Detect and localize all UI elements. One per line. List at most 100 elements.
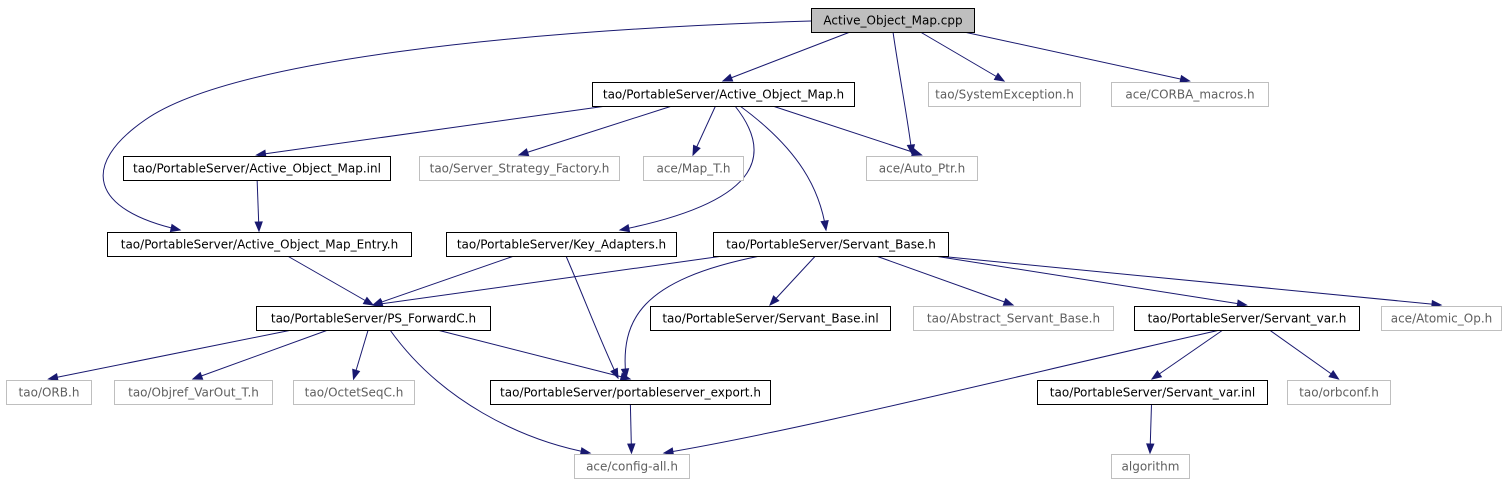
arrowhead-psfwd-psexp: [619, 372, 632, 381]
node-keyad[interactable]: tao/PortableServer/Key_Adapters.h: [446, 232, 677, 257]
node-box-sbinl[interactable]: [650, 306, 891, 331]
edge-aomh-aominl: [256, 105, 607, 156]
node-box-psexp[interactable]: [490, 380, 771, 405]
edge-aome-psfwd: [287, 255, 374, 306]
node-box-orbconf: [1287, 380, 1391, 405]
node-psexp[interactable]: tao/PortableServer/portableserver_export…: [490, 380, 771, 405]
edge-sbase-absb: [875, 255, 1014, 306]
arrowhead-sbase-absb: [1002, 297, 1015, 306]
node-label-algo: algorithm: [1122, 460, 1180, 474]
arrowhead-root-sysexc: [993, 72, 1006, 82]
edge-aomh-keyad: [619, 105, 755, 231]
arrowhead-aomh-mapt: [692, 144, 701, 157]
edge-sbase-sbinl: [769, 255, 816, 306]
node-algo: algorithm: [1111, 454, 1190, 479]
node-box-aomh[interactable]: [592, 82, 855, 107]
node-label-sysexc: tao/SystemException.h: [935, 88, 1074, 102]
node-orbconf: tao/orbconf.h: [1287, 380, 1391, 405]
node-label-atomic: ace/Atomic_Op.h: [1391, 312, 1493, 326]
node-mapt: ace/Map_T.h: [643, 156, 744, 181]
node-box-sysexc: [928, 82, 1081, 107]
edge-keyad-psfwd: [372, 255, 515, 306]
node-box-svarinl[interactable]: [1037, 380, 1268, 405]
node-box-objref: [114, 380, 273, 405]
node-aominl[interactable]: tao/PortableServer/Active_Object_Map.inl: [123, 156, 391, 181]
node-box-sbase[interactable]: [713, 232, 949, 257]
node-label-aomh: tao/PortableServer/Active_Object_Map.h: [603, 88, 844, 102]
node-aomh[interactable]: tao/PortableServer/Active_Object_Map.h: [592, 82, 855, 107]
node-box-absb: [913, 306, 1114, 331]
arrowhead-psfwd-objref: [191, 371, 204, 380]
arrowhead-psfwd-octet: [352, 368, 361, 381]
node-label-ssf: tao/Server_Strategy_Factory.h: [430, 162, 610, 176]
node-box-keyad[interactable]: [446, 232, 677, 257]
node-ssf: tao/Server_Strategy_Factory.h: [419, 156, 620, 181]
edge-svar-config: [663, 329, 1221, 454]
arrowhead-root-aome: [169, 223, 182, 233]
arrowhead-aomh-autoptr: [911, 148, 923, 157]
node-sbase[interactable]: tao/PortableServer/Servant_Base.h: [713, 232, 949, 257]
edge-sbase-atomic: [937, 255, 1442, 306]
node-box-svar[interactable]: [1134, 306, 1360, 331]
arrowhead-psexp-config: [627, 443, 636, 455]
node-psfwd[interactable]: tao/PortableServer/PS_ForwardC.h: [256, 306, 491, 331]
node-sbinl[interactable]: tao/PortableServer/Servant_Base.inl: [650, 306, 891, 331]
edge-psfwd-psexp: [437, 329, 631, 380]
node-aome[interactable]: tao/PortableServer/Active_Object_Map_Ent…: [107, 232, 412, 257]
node-label-svar: tao/PortableServer/Servant_var.h: [1148, 312, 1347, 326]
node-label-aome: tao/PortableServer/Active_Object_Map_Ent…: [121, 238, 398, 252]
arrowhead-psfwd-orb: [47, 372, 59, 382]
node-box-ssf: [419, 156, 620, 181]
node-label-mapt: ace/Map_T.h: [656, 162, 730, 176]
arrowhead-aomh-ssf: [517, 148, 530, 157]
edge-psfwd-objref: [192, 329, 329, 380]
edge-root-sysexc: [920, 31, 1005, 82]
node-label-orb: tao/ORB.h: [19, 386, 80, 400]
node-label-octet: tao/OctetSeqC.h: [305, 386, 404, 400]
edge-sbase-psfwd: [372, 255, 724, 306]
edge-aomh-ssf: [518, 105, 673, 156]
node-config: ace/config-all.h: [574, 454, 690, 479]
edge-aomh-autoptr: [772, 105, 922, 156]
node-label-config: ace/config-all.h: [586, 460, 678, 474]
node-box-mapt: [643, 156, 744, 181]
node-svar[interactable]: tao/PortableServer/Servant_var.h: [1134, 306, 1360, 331]
node-box-config: [574, 454, 690, 479]
node-box-psfwd[interactable]: [256, 306, 491, 331]
edge-root-aomh: [722, 31, 851, 82]
node-box-atomic: [1381, 306, 1502, 331]
arrowhead-aome-psfwd: [362, 296, 375, 306]
node-objref: tao/Objref_VarOut_T.h: [114, 380, 273, 405]
arrowhead-svar-orbconf: [1328, 370, 1340, 380]
node-box-aominl[interactable]: [123, 156, 391, 181]
node-box-root[interactable]: [811, 8, 975, 33]
node-label-keyad: tao/PortableServer/Key_Adapters.h: [457, 238, 666, 252]
node-label-sbase: tao/PortableServer/Servant_Base.h: [726, 238, 936, 252]
arrowhead-psfwd-config: [579, 447, 592, 456]
node-absb: tao/Abstract_Servant_Base.h: [913, 306, 1114, 331]
edge-root-aome: [102, 20, 812, 231]
node-label-svarinl: tao/PortableServer/Servant_var.inl: [1050, 386, 1255, 400]
node-box-autoptr: [866, 156, 978, 181]
node-label-objref: tao/Objref_VarOut_T.h: [128, 386, 259, 400]
node-label-corba: ace/CORBA_macros.h: [1125, 88, 1254, 102]
edge-root-autoptr: [892, 31, 913, 155]
node-label-absb: tao/Abstract_Servant_Base.h: [927, 312, 1100, 326]
edge-sbase-psexp: [624, 255, 761, 379]
edge-keyad-psexp: [565, 255, 619, 379]
node-box-aome[interactable]: [107, 232, 412, 257]
node-autoptr: ace/Auto_Ptr.h: [866, 156, 978, 181]
edge-psfwd-orb: [48, 329, 292, 380]
edge-sbase-svar: [934, 255, 1247, 306]
node-root[interactable]: Active_Object_Map.cpp: [811, 8, 975, 33]
node-svarinl[interactable]: tao/PortableServer/Servant_var.inl: [1037, 380, 1268, 405]
node-corba: ace/CORBA_macros.h: [1111, 82, 1269, 107]
arrowhead-svar-config: [662, 447, 675, 456]
arrowhead-aomh-sbase: [820, 219, 829, 232]
arrowhead-aominl-aome: [254, 221, 263, 233]
arrowhead-sbase-psexp: [620, 368, 630, 380]
node-label-aominl: tao/PortableServer/Active_Object_Map.inl: [133, 162, 381, 176]
arrowhead-sbase-sbinl: [769, 295, 780, 307]
node-octet: tao/OctetSeqC.h: [293, 380, 415, 405]
node-atomic: ace/Atomic_Op.h: [1381, 306, 1502, 331]
